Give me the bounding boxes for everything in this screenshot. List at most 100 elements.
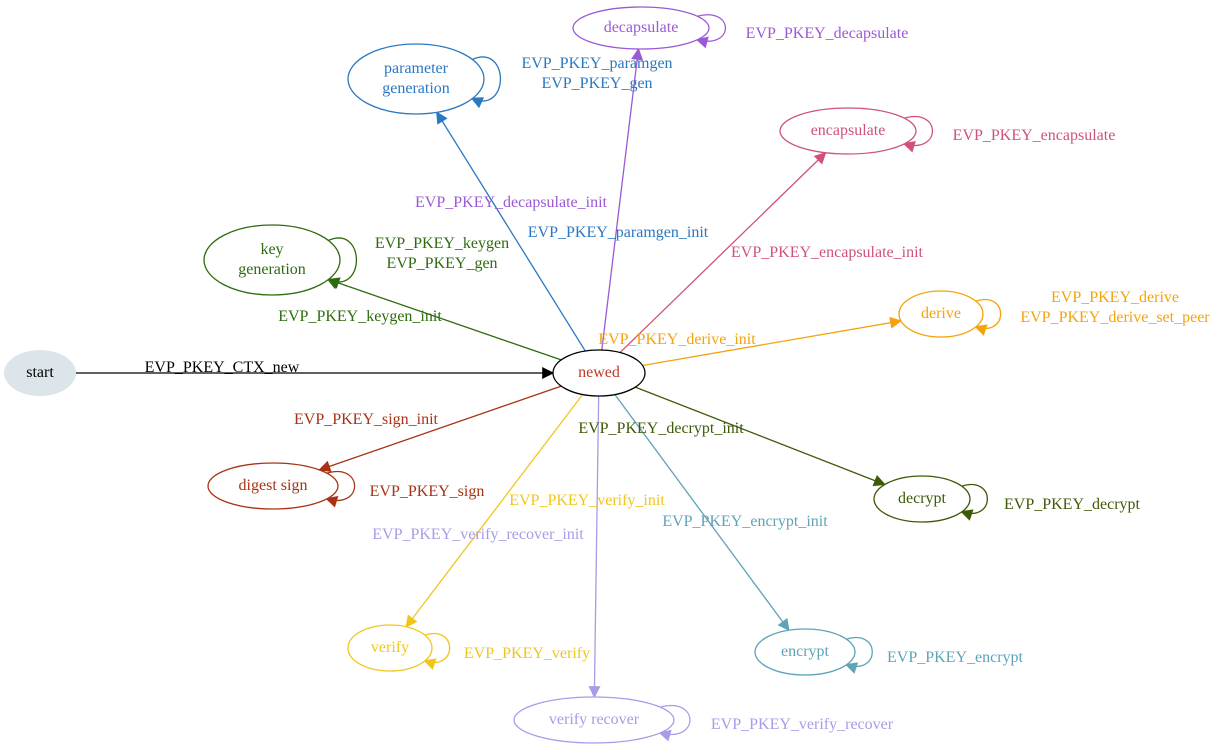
node-keygen[interactable]: key generation: [203, 224, 341, 296]
node-verifyrecover[interactable]: verify recover: [513, 696, 675, 744]
node-encapsulate[interactable]: encapsulate: [779, 107, 917, 155]
edge-label-loop-verify: EVP_PKEY_verify: [464, 645, 590, 662]
edge-label-line: EVP_PKEY_gen: [541, 75, 652, 92]
node-label-line: newed: [578, 364, 620, 381]
edge-label-newed-digestsign: EVP_PKEY_sign_init: [294, 411, 439, 428]
node-verify[interactable]: verify: [347, 624, 433, 672]
edge-newed-encapsulate: [619, 151, 827, 354]
edge-label-loop-encapsulate: EVP_PKEY_encapsulate: [953, 127, 1116, 144]
edge-loop-derive: [974, 298, 1002, 336]
node-label-line: derive: [921, 305, 961, 322]
edge-loop-digestsign: [325, 471, 356, 508]
edge-label-line: EVP_PKEY_derive_init: [598, 331, 756, 348]
edge-label-line: EVP_PKEY_verify_init: [509, 492, 665, 509]
edge-newed-digestsign: [318, 385, 562, 473]
node-shape-start: [4, 350, 76, 396]
node-label-keygen: key generation: [238, 241, 306, 278]
node-label-derive: derive: [921, 305, 961, 322]
node-start[interactable]: start: [4, 350, 76, 396]
edge-label-newed-verifyrecover: EVP_PKEY_verify_recover_init: [372, 526, 584, 543]
edge-label-line: EVP_PKEY_keygen_init: [278, 308, 442, 325]
node-label-line: digest sign: [239, 477, 308, 494]
node-label-line: generation: [382, 80, 450, 97]
node-label-verify: verify: [371, 639, 409, 656]
edge-label-line: EVP_PKEY_verify_recover: [711, 716, 894, 733]
node-label-line: parameter: [384, 60, 449, 77]
edge-label-line: EVP_PKEY_decapsulate_init: [415, 194, 608, 211]
node-shape-derive: [898, 290, 984, 338]
edge-label-line: EVP_PKEY_decrypt_init: [578, 420, 744, 437]
edge-label-newed-keygen: EVP_PKEY_keygen_init: [278, 308, 442, 325]
node-shape-newed: [552, 349, 646, 397]
edge-label-line: EVP_PKEY_derive_set_peer: [1020, 309, 1210, 326]
edge-label-loop-digestsign: EVP_PKEY_sign: [370, 483, 485, 500]
edge-label-newed-decapsulate: EVP_PKEY_decapsulate_init: [415, 194, 608, 211]
node-label-line: verify: [371, 639, 409, 656]
node-label-decapsulate: decapsulate: [604, 19, 679, 36]
edge-newed-paramgen: [436, 111, 586, 352]
edge-loop-encapsulate: [902, 116, 934, 153]
node-label-paramgen: parameter generation: [382, 60, 450, 97]
edge-label-line: EVP_PKEY_paramgen: [521, 55, 672, 72]
edge-labels-layer: EVP_PKEY_CTX_newEVP_PKEY_paramgen_initEV…: [145, 25, 1211, 733]
edge-label-line: EVP_PKEY_CTX_new: [145, 359, 300, 376]
edge-newed-keygen: [327, 277, 562, 361]
node-shape-encapsulate: [779, 107, 917, 155]
edge-label-loop-verifyrecover: EVP_PKEY_verify_recover: [711, 716, 894, 733]
node-decrypt[interactable]: decrypt: [873, 475, 971, 523]
node-label-digestsign: digest sign: [239, 477, 308, 494]
edge-label-newed-paramgen: EVP_PKEY_paramgen_init: [528, 224, 709, 241]
edge-label-line: EVP_PKEY_decrypt: [1004, 496, 1141, 513]
node-label-start: start: [26, 364, 54, 381]
edge-label-loop-decapsulate: EVP_PKEY_decapsulate: [746, 25, 909, 42]
edge-label-line: EVP_PKEY_encapsulate_init: [731, 244, 924, 261]
node-label-encrypt: encrypt: [781, 643, 830, 660]
node-derive[interactable]: derive: [898, 290, 984, 338]
edge-newed-encrypt: [614, 394, 790, 632]
edge-loop-keygen: [326, 237, 357, 290]
edge-loop-verifyrecover: [658, 705, 691, 742]
edge-label-line: EVP_PKEY_sign: [370, 483, 485, 500]
node-shape-encrypt: [754, 628, 856, 676]
node-label-line: encrypt: [781, 643, 830, 660]
node-label-line: generation: [238, 261, 306, 278]
edge-label-line: EVP_PKEY_encapsulate: [953, 127, 1116, 144]
node-shape-decapsulate: [572, 6, 710, 50]
edge-label-line: EVP_PKEY_paramgen_init: [528, 224, 709, 241]
edge-newed-derive: [642, 316, 903, 367]
node-label-line: decrypt: [898, 490, 947, 507]
edge-label-line: EVP_PKEY_decapsulate: [746, 25, 909, 42]
edge-newed-verifyrecover: [588, 395, 601, 699]
node-encrypt[interactable]: encrypt: [754, 628, 856, 676]
edge-label-newed-encapsulate: EVP_PKEY_encapsulate_init: [731, 244, 924, 261]
node-shape-decrypt: [873, 475, 971, 523]
node-newed[interactable]: newed: [552, 349, 646, 397]
edge-label-newed-encrypt: EVP_PKEY_encrypt_init: [662, 513, 828, 530]
edge-newed-decapsulate: [601, 47, 644, 351]
node-label-line: verify recover: [549, 711, 640, 728]
edge-label-newed-derive: EVP_PKEY_derive_init: [598, 331, 756, 348]
edge-label-newed-verify: EVP_PKEY_verify_init: [509, 492, 665, 509]
node-shape-verify: [347, 624, 433, 672]
node-label-newed: newed: [578, 364, 620, 381]
node-decapsulate[interactable]: decapsulate: [572, 6, 710, 50]
node-paramgen[interactable]: parameter generation: [347, 43, 485, 115]
nodes-layer: start newed parameter generation decapsulate…: [4, 6, 984, 744]
edge-label-line: EVP_PKEY_encrypt: [887, 649, 1024, 666]
node-label-encapsulate: encapsulate: [811, 122, 886, 139]
edge-newed-decrypt: [635, 386, 886, 487]
edge-label-line: EVP_PKEY_derive: [1051, 289, 1179, 306]
node-digestsign[interactable]: digest sign: [207, 462, 339, 510]
edge-label-line: EVP_PKEY_verify: [464, 645, 590, 662]
node-label-line: key: [260, 241, 283, 258]
node-shape-keygen: [203, 224, 341, 296]
node-shape-paramgen: [347, 43, 485, 115]
edge-loop-paramgen: [470, 56, 501, 109]
edge-label-line: EVP_PKEY_sign_init: [294, 411, 439, 428]
edge-label-line: EVP_PKEY_keygen: [375, 235, 509, 252]
edge-label-start-newed: EVP_PKEY_CTX_new: [145, 359, 300, 376]
node-shape-digestsign: [207, 462, 339, 510]
